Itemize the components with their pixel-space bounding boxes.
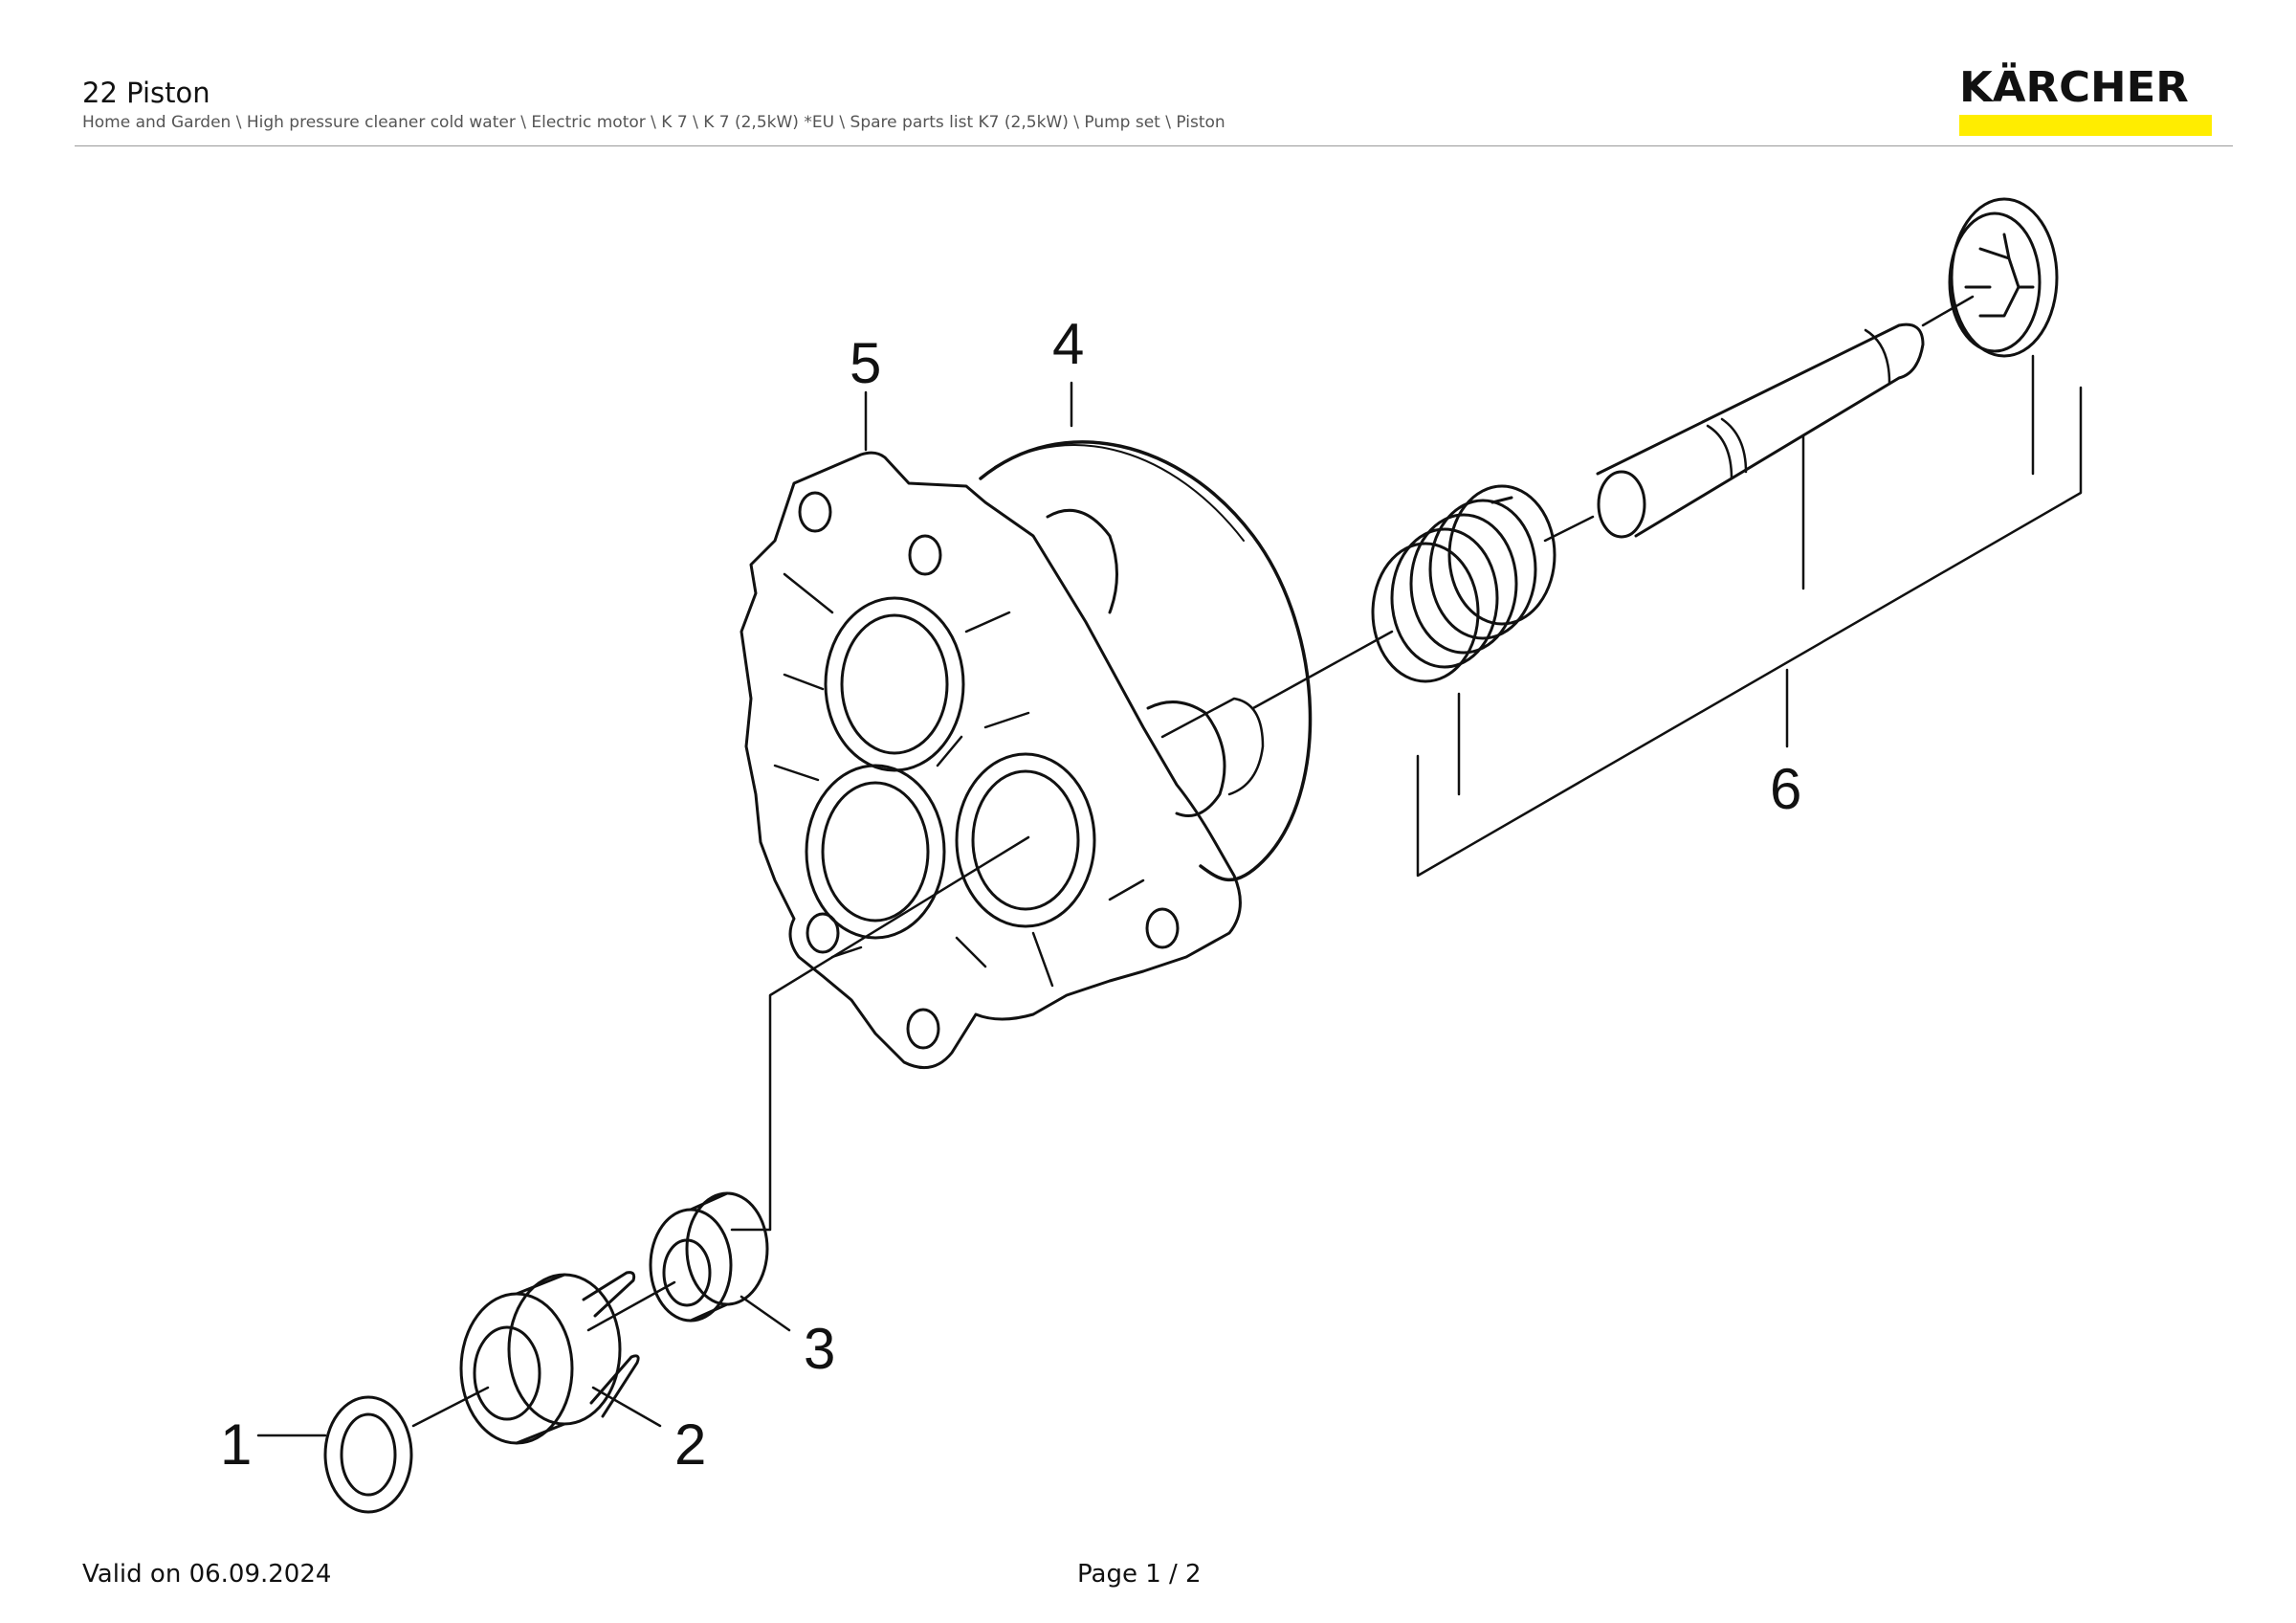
part-6-piston-rod <box>1596 322 1925 539</box>
callout-leader-lines <box>256 295 2083 1437</box>
leader-6-bracket <box>1416 386 2083 878</box>
callout-3: 3 <box>804 1317 835 1381</box>
logo-wordmark: KÄRCHER <box>1959 63 2189 112</box>
leader-housing-spring <box>1251 630 1394 710</box>
leader-2 <box>591 1386 662 1428</box>
leader-rod-disc <box>1921 295 1975 327</box>
part-6-spring <box>1371 484 1556 683</box>
part-4-o-ring <box>979 440 1313 882</box>
part-3-seal <box>649 1191 769 1323</box>
leader-spring-rod <box>1543 515 1595 543</box>
leader-2-3 <box>586 1280 676 1332</box>
page-number: Page 1 / 2 <box>1077 1560 1202 1589</box>
callout-1: 1 <box>220 1412 252 1477</box>
callout-5: 5 <box>850 331 881 395</box>
leader-1-2 <box>411 1386 490 1428</box>
leader-3-5 <box>730 835 1030 1232</box>
logo-yellow-bar <box>1959 115 2212 136</box>
karcher-logo: KÄRCHER <box>1959 67 2218 136</box>
header-divider <box>75 145 2233 146</box>
part-1-washer <box>323 1395 413 1514</box>
valid-on-date: Valid on 06.09.2024 <box>82 1560 332 1589</box>
breadcrumb: Home and Garden \ High pressure cleaner … <box>82 113 1225 132</box>
callout-4: 4 <box>1052 312 1084 376</box>
callout-2: 2 <box>674 1412 706 1477</box>
part-5-pump-housing <box>740 451 1265 1070</box>
part-6-retaining-disc <box>1948 197 2059 358</box>
leader-3 <box>740 1295 791 1332</box>
part-2-valve-cage <box>459 1271 640 1445</box>
callout-6: 6 <box>1770 757 1801 821</box>
page-title: 22 Piston <box>82 77 210 109</box>
